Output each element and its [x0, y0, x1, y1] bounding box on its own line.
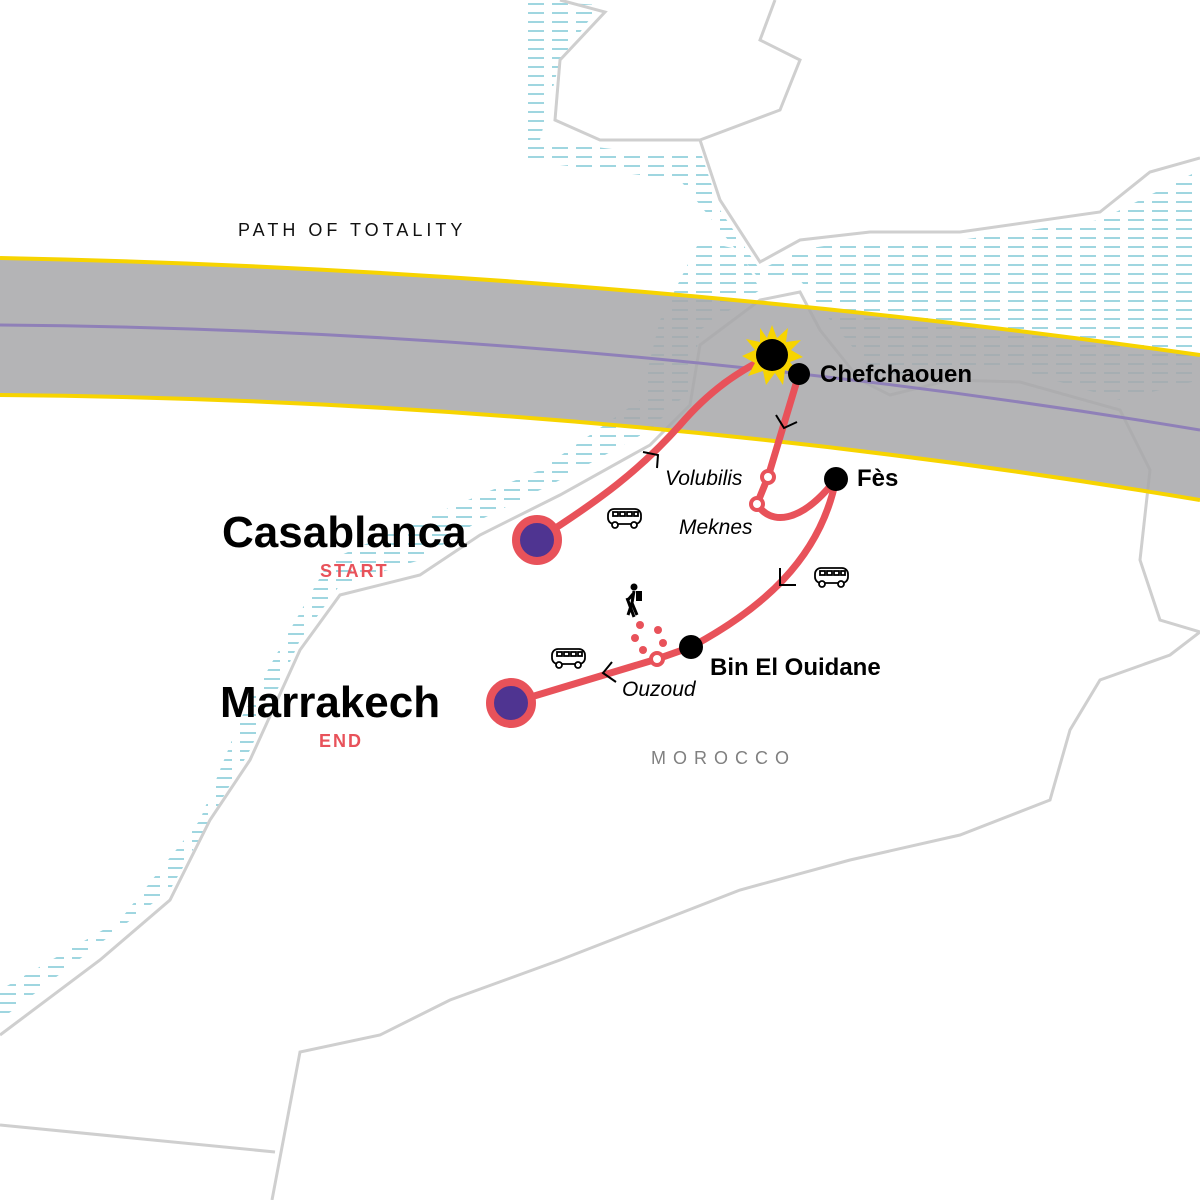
chefchaouen-dot — [788, 363, 810, 385]
path-of-totality-label: PATH OF TOTALITY — [238, 220, 467, 240]
country-label: MOROCCO — [651, 748, 796, 768]
bus-icon — [607, 508, 642, 529]
strait-water-hatch — [520, 0, 1200, 400]
stop-label-volubilis: Volubilis — [665, 467, 743, 490]
casablanca-marker — [512, 515, 562, 565]
algeria-border — [270, 630, 1200, 1200]
ouzoud-stop — [649, 651, 665, 667]
bin-el-ouidane-dot — [679, 635, 703, 659]
direction-arrow-icon — [601, 414, 798, 683]
marrakech-marker — [486, 678, 536, 728]
spain-coastline — [553, 0, 1200, 264]
top-border — [699, 0, 802, 142]
trail-dots — [631, 621, 667, 654]
fes-dot — [824, 467, 848, 491]
end-tag: END — [319, 731, 364, 751]
city-label-chefchaouen: Chefchaouen — [820, 361, 973, 388]
stop-label-meknes: Meknes — [679, 516, 753, 539]
hiker-icon — [625, 583, 642, 618]
meknes-stop — [749, 496, 765, 512]
city-label-fes: Fès — [857, 465, 899, 492]
bus-icon — [814, 567, 849, 588]
start-tag: START — [320, 561, 389, 581]
volubilis-stop — [760, 469, 776, 485]
start-city-label: Casablanca — [222, 508, 467, 557]
band-north-edge — [0, 256, 1200, 357]
eclipse-icon — [742, 325, 803, 385]
southern-border — [0, 1123, 276, 1154]
city-label-bin-el-ouidane: Bin El Ouidane — [710, 654, 881, 681]
end-city-label: Marrakech — [220, 678, 441, 727]
stop-label-ouzoud: Ouzoud — [622, 678, 696, 701]
bus-icon — [551, 648, 586, 669]
band-centerline — [0, 323, 1200, 432]
band-south-edge — [0, 393, 1200, 502]
